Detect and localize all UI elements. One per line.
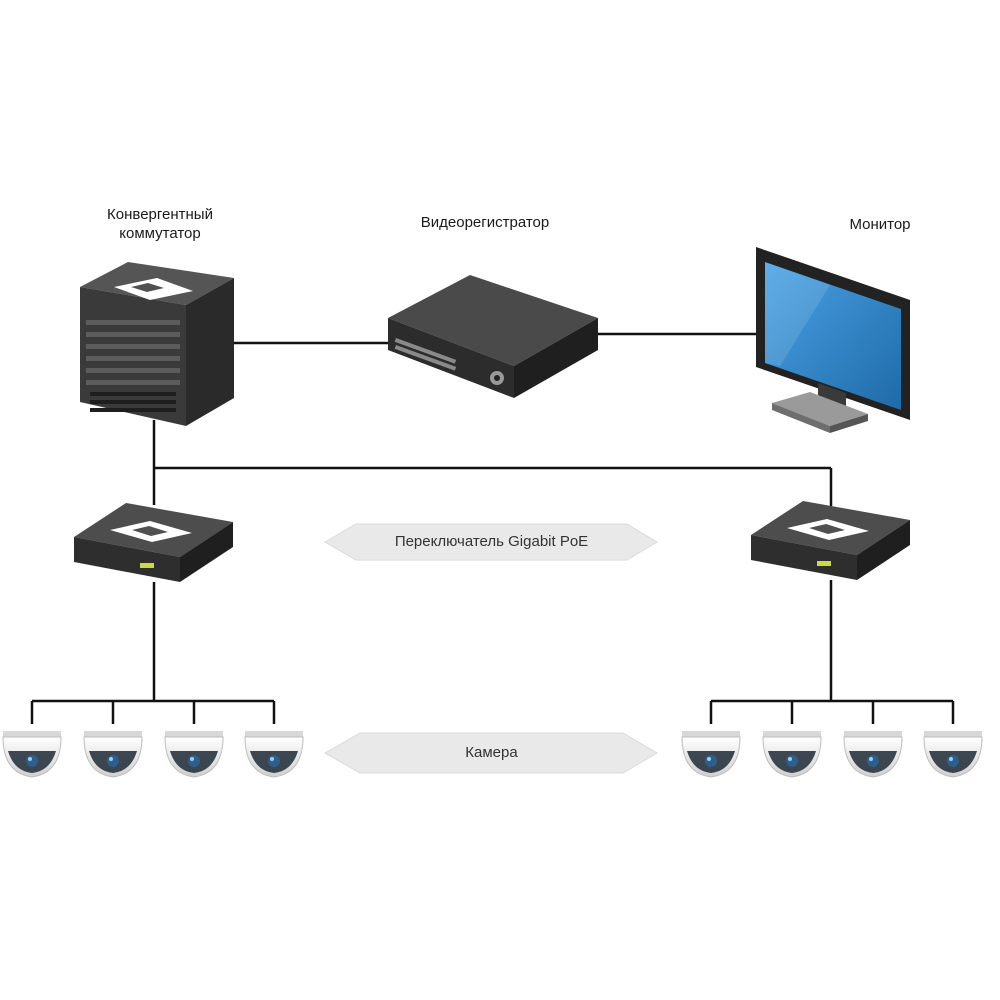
- label-core-switch: Конвергентный коммутатор: [107, 206, 213, 242]
- label-nvr: Видеорегистратор: [420, 214, 550, 231]
- arrow-poe-switch: [324, 523, 658, 561]
- wires: [30, 332, 955, 724]
- camera-icon: [762, 730, 822, 778]
- monitor: [756, 247, 910, 433]
- label-poe-switch: Переключатель Gigabit PoE: [394, 533, 589, 550]
- camera-icon: [2, 730, 62, 778]
- core-switch: [80, 262, 234, 426]
- poe-switch-right: [751, 501, 910, 580]
- camera-icon: [681, 730, 741, 778]
- monitor-icon: [765, 262, 901, 410]
- cameras-left: [2, 730, 304, 778]
- camera-icon: [923, 730, 983, 778]
- cameras-right: [681, 730, 983, 778]
- label-monitor: Монитор: [849, 216, 911, 233]
- poe-switch-left: [74, 503, 233, 582]
- switch-icon: [114, 278, 193, 300]
- camera-icon: [843, 730, 903, 778]
- nvr-icon: [394, 338, 457, 371]
- camera-icon: [244, 730, 304, 778]
- label-camera: Камера: [465, 744, 518, 761]
- switch-icon: [787, 519, 869, 540]
- camera-icon: [83, 730, 143, 778]
- arrow-camera: [323, 732, 658, 774]
- nvr: [388, 275, 598, 398]
- camera-icon: [164, 730, 224, 778]
- switch-icon: [110, 521, 192, 542]
